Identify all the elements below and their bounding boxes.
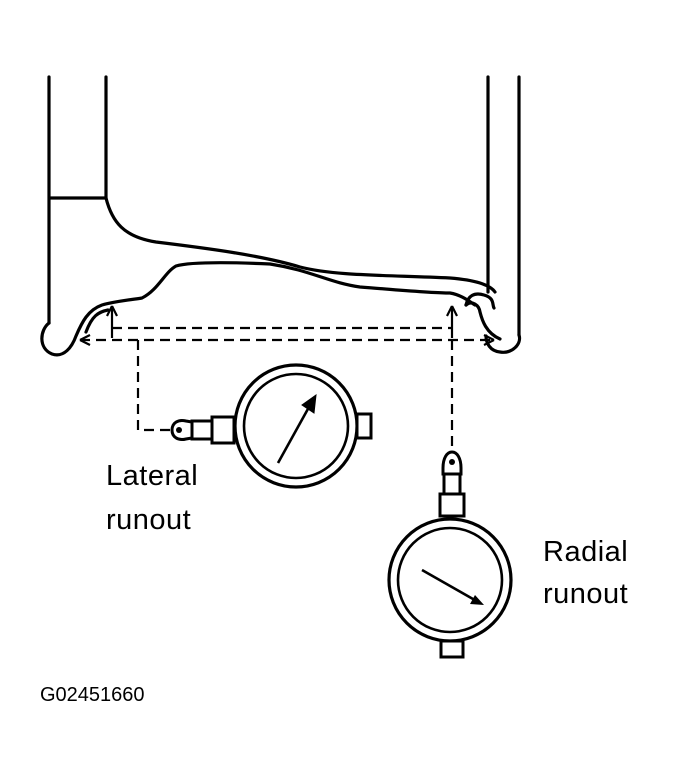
runout-contact-arrows <box>106 305 458 338</box>
radial-runout-label-line2: runout <box>543 578 629 610</box>
figure-code: G02451660 <box>40 684 145 706</box>
radial-dial-indicator-icon <box>387 450 513 659</box>
lateral-runout-label-line2: runout <box>106 504 192 536</box>
lateral-runout-lines <box>79 326 495 432</box>
lateral-runout-label-line1: Lateral <box>106 460 199 492</box>
radial-runout-label-line1: Radial <box>543 536 629 568</box>
wheel-rim-cross-section <box>40 75 522 357</box>
lateral-dial-indicator-icon <box>170 363 373 489</box>
